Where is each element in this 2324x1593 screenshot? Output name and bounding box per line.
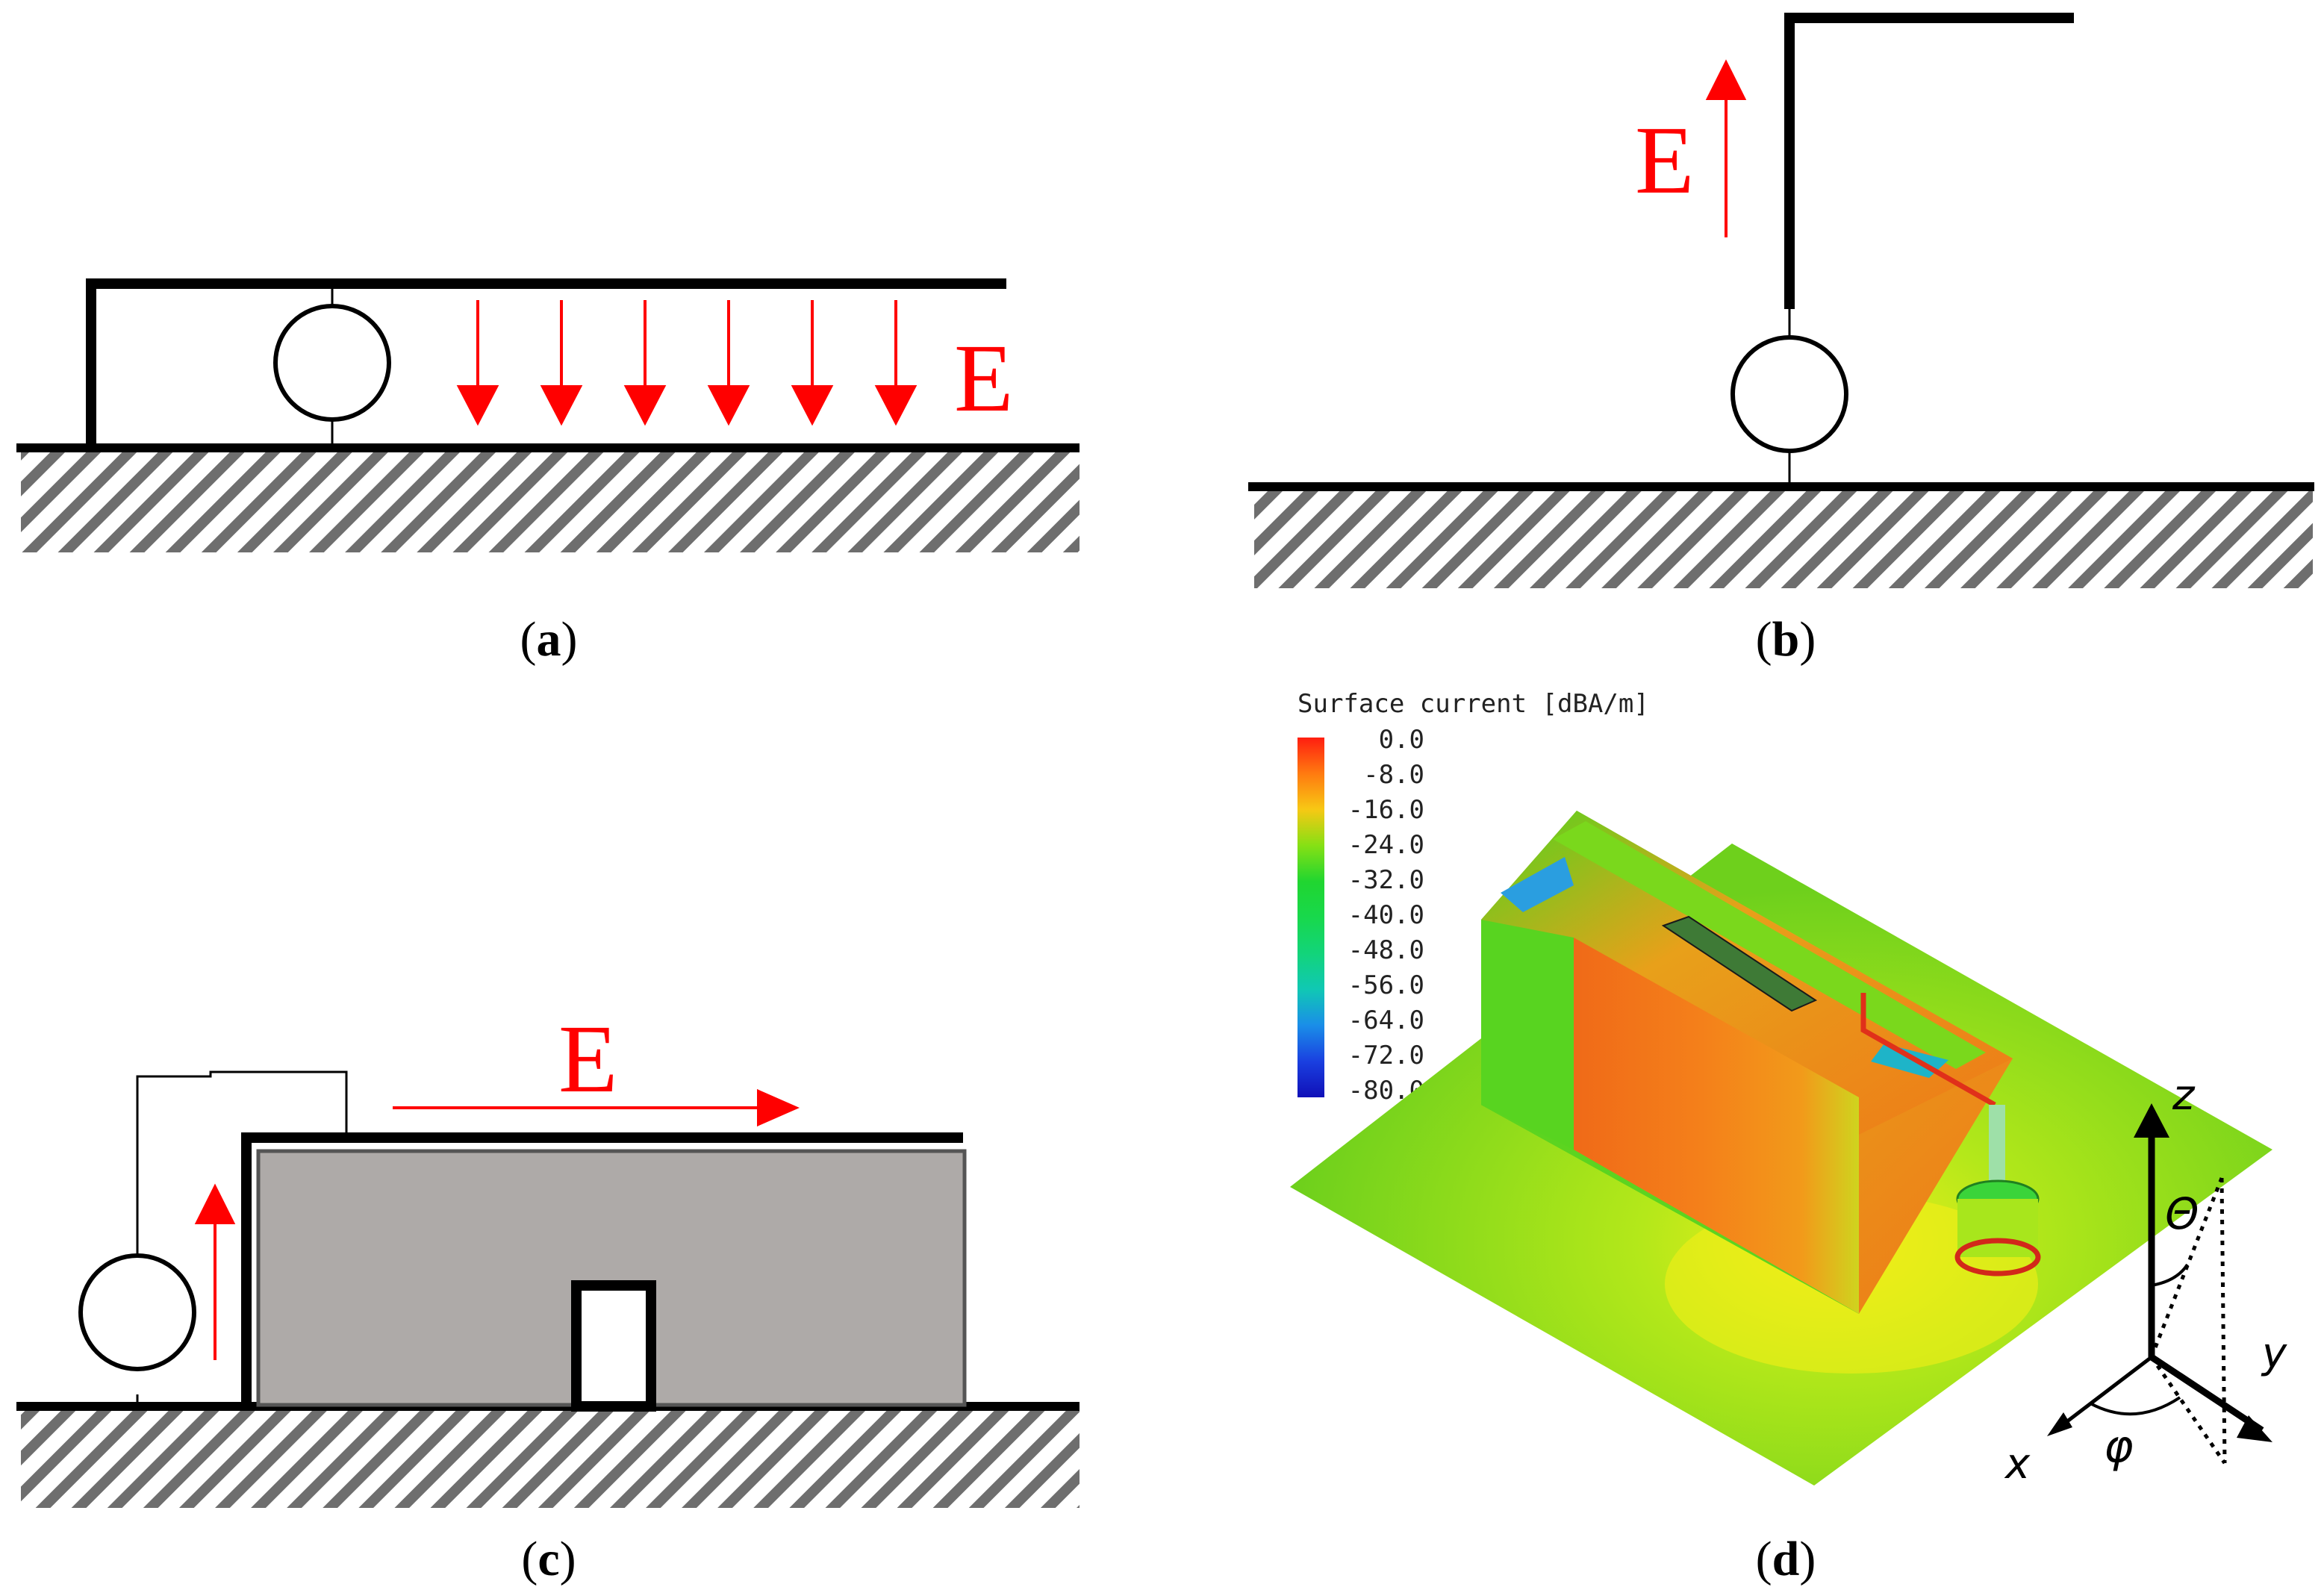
colorbar-tick: -56.0 <box>1348 970 1424 1000</box>
feed-wire <box>136 1070 348 1339</box>
phi-arc <box>2090 1396 2181 1416</box>
colorbar-tick: -16.0 <box>1348 795 1424 825</box>
shorting-notch <box>571 1280 656 1412</box>
voltage-source-icon <box>273 304 391 422</box>
panel-c: E (c) <box>16 1006 1080 1586</box>
field-arrow-icon <box>1705 59 1747 237</box>
colorbar-tick: -72.0 <box>1348 1041 1424 1070</box>
feed-cylinder-body <box>1957 1199 2038 1257</box>
theta-arc <box>2151 1263 2189 1287</box>
angle-label-phi: φ <box>2104 1421 2134 1473</box>
slot-blue-patch <box>1501 857 1574 912</box>
voltage-source-icon <box>78 1253 196 1371</box>
panel-d: Surface current [dBA/m] 0.0 -8.0 -16.0 -… <box>1290 689 2287 1586</box>
box-green-end <box>1481 920 1574 1150</box>
box-orange-face <box>1574 938 1859 1314</box>
voltage-source-icon <box>1730 335 1848 453</box>
antenna-arm <box>86 278 1006 448</box>
axis-label-y: y <box>2261 1329 2287 1378</box>
feed-cylinder-rim <box>1954 1238 2041 1276</box>
panel-a: E (a) <box>16 278 1080 667</box>
colorbar-tick: -8.0 <box>1363 760 1424 790</box>
field-arrow-icon <box>456 300 918 426</box>
field-label-e: E <box>1635 107 1694 214</box>
field-arrow-icon <box>194 1088 800 1360</box>
field-label-e: E <box>558 1006 617 1113</box>
ground-plane-hatch <box>21 1408 1080 1508</box>
patch-conductor <box>241 1132 963 1406</box>
colorbar-tick: -64.0 <box>1348 1006 1424 1035</box>
colorbar-tick: -24.0 <box>1348 830 1424 860</box>
x-axis <box>2056 1356 2153 1430</box>
ground-plane-hatch <box>1254 488 2313 588</box>
colorbar-tick: -48.0 <box>1348 935 1424 965</box>
colorbar-title: Surface current [dBA/m] <box>1297 689 1649 719</box>
x-arrowhead <box>2047 1412 2072 1436</box>
colorbar-tick: 0.0 <box>1379 725 1424 755</box>
panel-caption-c: (c) <box>521 1532 576 1586</box>
projection-base <box>2149 1356 2227 1465</box>
box-top-slot <box>1553 821 1986 1069</box>
monopole-antenna <box>1784 13 2074 309</box>
colorbar-tick: -40.0 <box>1348 900 1424 930</box>
angle-label-theta: Θ <box>2165 1188 2199 1239</box>
colorbar <box>1297 738 1324 1097</box>
projection-vertical <box>2219 1177 2227 1464</box>
panel-caption-a: (a) <box>520 612 578 667</box>
z-arrowhead <box>2134 1103 2169 1138</box>
y-axis <box>2149 1354 2264 1433</box>
colorbar-tick: -32.0 <box>1348 865 1424 895</box>
feed-post <box>1989 1105 2005 1202</box>
y-arrowhead <box>2237 1415 2272 1442</box>
panel-b: E (b) <box>1248 13 2314 667</box>
field-label-e: E <box>954 325 1013 432</box>
feed-strip <box>1860 993 1996 1108</box>
coordinate-axes <box>2047 1103 2272 1465</box>
axis-label-z: z <box>2172 1071 2196 1120</box>
mesh-strip <box>1661 915 1818 1012</box>
axis-label-x: x <box>2004 1440 2031 1488</box>
colorbar-ticks: 0.0 -8.0 -16.0 -24.0 -32.0 -40.0 -48.0 -… <box>1348 725 1424 1106</box>
panel-caption-b: (b) <box>1756 612 1816 667</box>
panel-caption-d: (d) <box>1756 1532 1816 1586</box>
ground-plane-hatch <box>21 449 1080 552</box>
